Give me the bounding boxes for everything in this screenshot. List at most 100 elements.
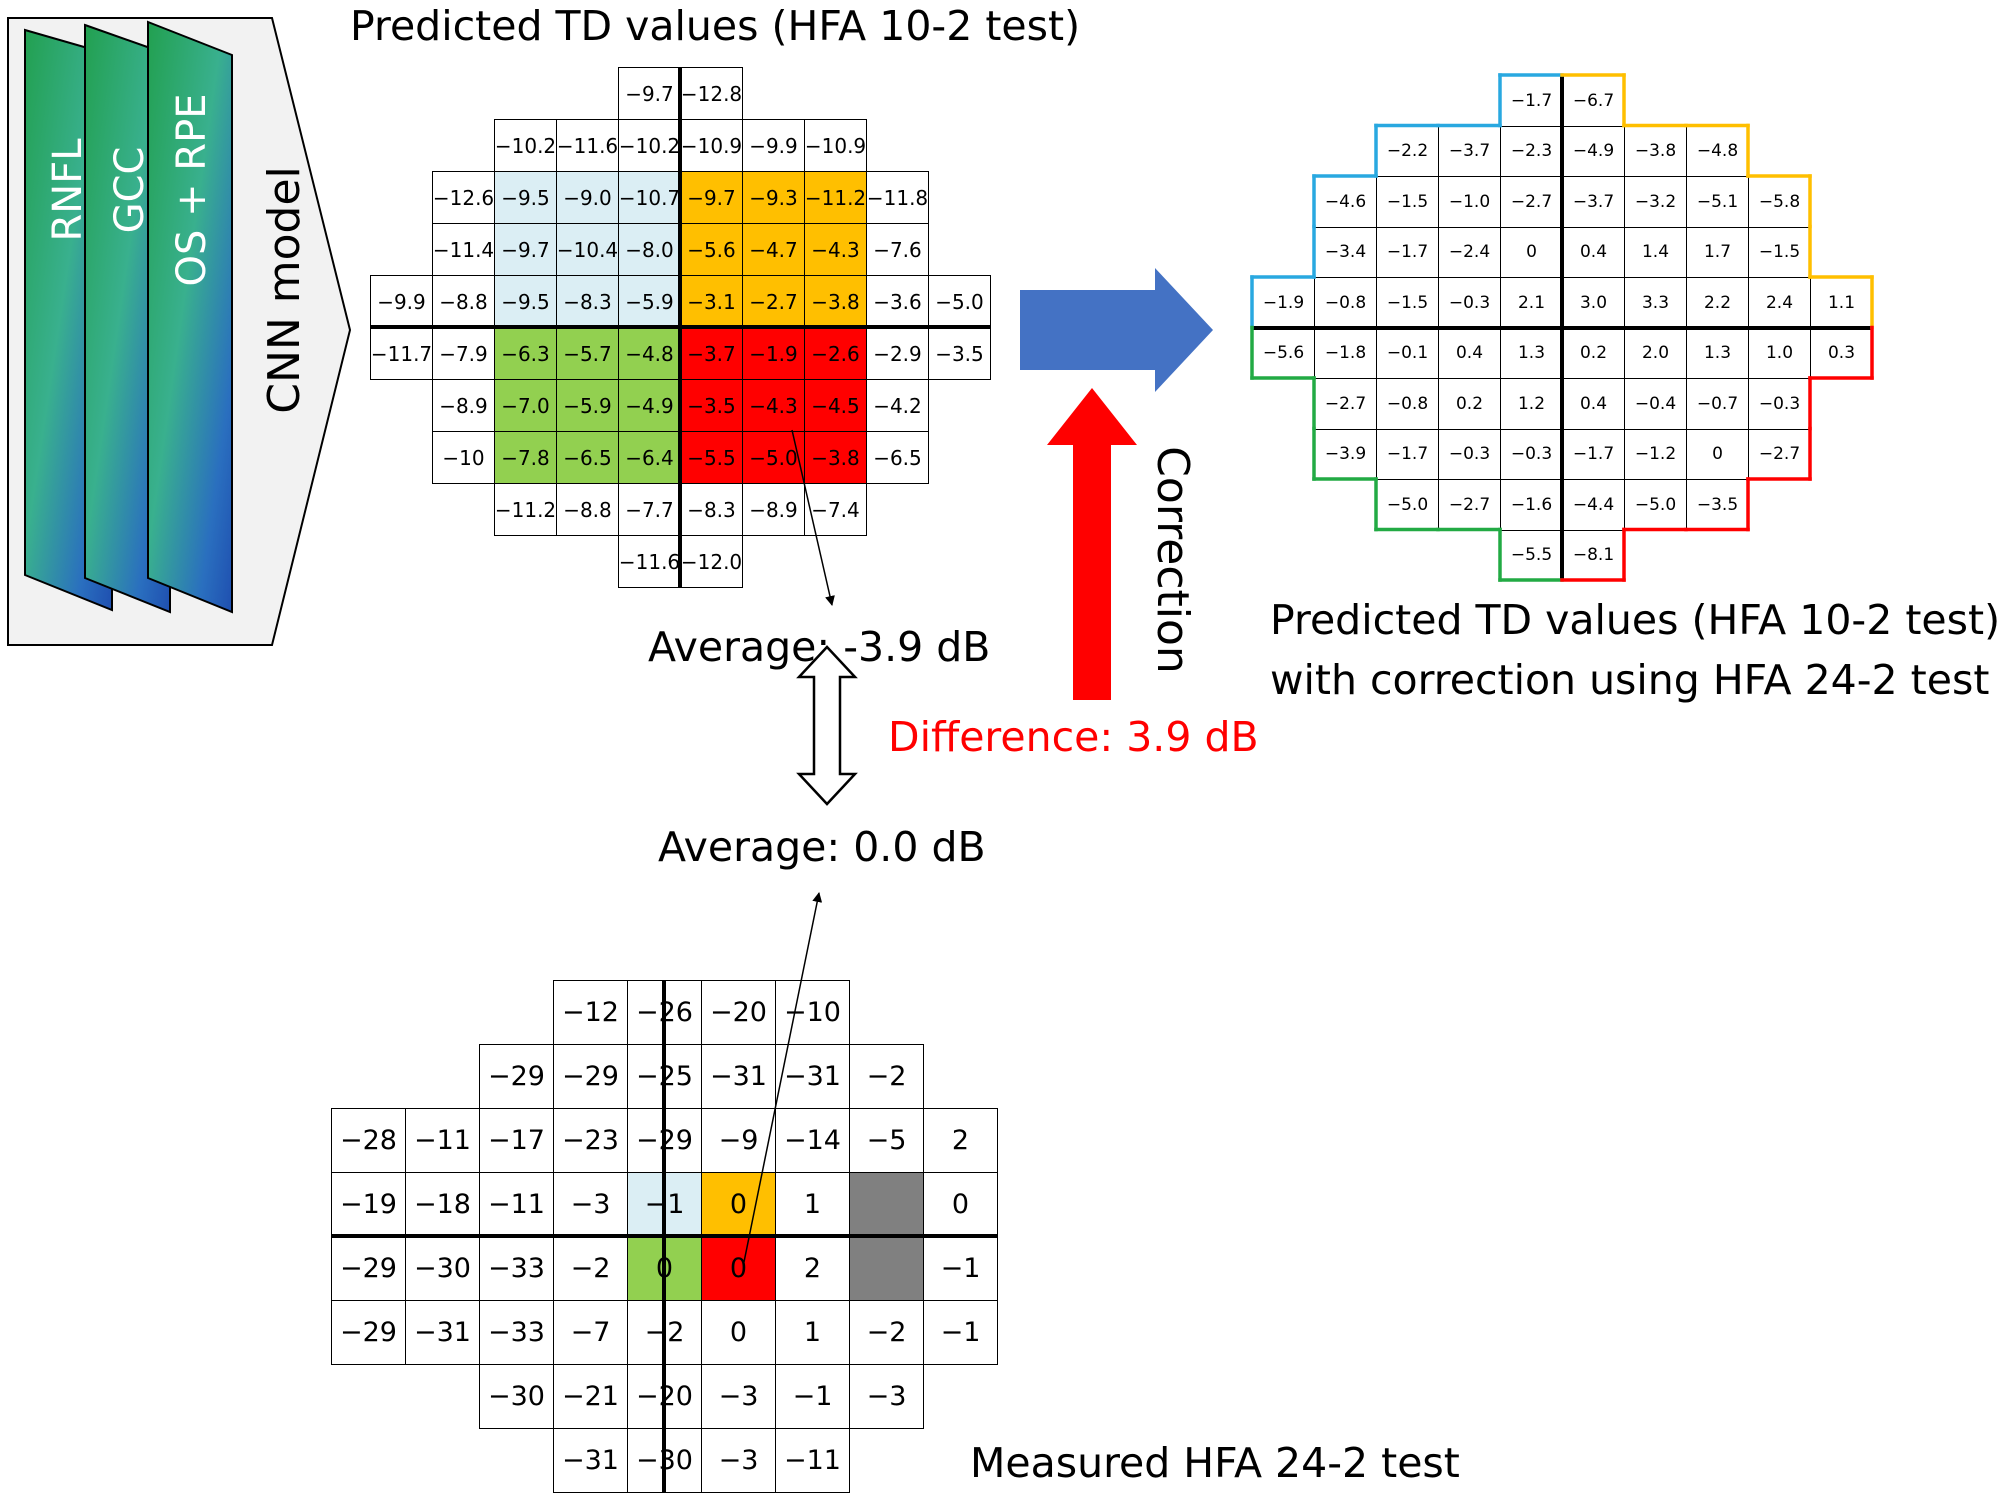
measured-cell: −3 <box>849 1364 924 1429</box>
corrected-cell: 2.1 <box>1500 277 1563 329</box>
measured-cell: 2 <box>775 1236 850 1301</box>
corrected-cell: 1.4 <box>1624 226 1687 278</box>
corrected-cell: −2.7 <box>1314 378 1377 430</box>
predicted-cell: −9.5 <box>494 275 557 328</box>
predicted-cell: −8.9 <box>432 379 495 432</box>
predicted-cell: −8.3 <box>556 275 619 328</box>
corrected-cell: 1.3 <box>1500 327 1563 379</box>
corrected-cell: −1.7 <box>1562 428 1625 480</box>
corrected-cell: 0.4 <box>1438 327 1501 379</box>
measured-horizontal-axis <box>331 1234 997 1238</box>
predicted-cell: −5.9 <box>556 379 619 432</box>
measured-cell: −14 <box>775 1108 850 1173</box>
predicted-cell: −9.7 <box>618 67 681 120</box>
predicted-cell: −9.5 <box>494 171 557 224</box>
corrected-cell: 0 <box>1686 428 1749 480</box>
predicted-cell: −7.4 <box>804 483 867 536</box>
predicted-cell: −7.6 <box>866 223 929 276</box>
predicted-cell: −3.7 <box>680 327 743 380</box>
predicted-cell: −5.0 <box>742 431 805 484</box>
predicted-cell: −11.6 <box>556 119 619 172</box>
predicted-cell: −9.9 <box>370 275 433 328</box>
predicted-cell: −10.4 <box>556 223 619 276</box>
corrected-cell: −1.5 <box>1376 277 1439 329</box>
layer-label-osrpe: OS + RPE <box>169 93 215 287</box>
predicted-cell: −6.5 <box>866 431 929 484</box>
predicted-cell: −3.1 <box>680 275 743 328</box>
corrected-cell: −5.0 <box>1624 479 1687 531</box>
measured-cell <box>849 1172 924 1237</box>
corrected-cell: −3.4 <box>1314 226 1377 278</box>
corrected-cell: 3.0 <box>1562 277 1625 329</box>
corrected-cell: 0.4 <box>1562 226 1625 278</box>
corrected-cell: −1.9 <box>1252 277 1315 329</box>
corrected-cell: 1.3 <box>1686 327 1749 379</box>
measured-cell: 1 <box>775 1172 850 1237</box>
measured-cell: −19 <box>331 1172 406 1237</box>
layer-label-gcc: GCC <box>107 146 153 234</box>
measured-cell: −2 <box>553 1236 628 1301</box>
corrected-cell: 1.1 <box>1810 277 1873 329</box>
predicted-cell: −10.9 <box>680 119 743 172</box>
predicted-cell: −4.9 <box>618 379 681 432</box>
predicted-cell: −8.9 <box>742 483 805 536</box>
predicted-cell: −3.6 <box>866 275 929 328</box>
corrected-cell: −0.8 <box>1314 277 1377 329</box>
corrected-cell: 0.3 <box>1810 327 1873 379</box>
measured-cell: −18 <box>405 1172 480 1237</box>
corrected-horizontal-axis <box>1252 325 1872 330</box>
predicted-cell: −9.9 <box>742 119 805 172</box>
predicted-cell: −9.7 <box>494 223 557 276</box>
corrected-cell: −5.0 <box>1376 479 1439 531</box>
measured-grid: −12−26−20−10−29−29−25−31−31−2−28−11−17−2… <box>331 980 1001 1493</box>
predicted-cell: −8.8 <box>556 483 619 536</box>
corrected-cell: −0.4 <box>1624 378 1687 430</box>
measured-cell: −7 <box>553 1300 628 1365</box>
predicted-cell: −12.8 <box>680 67 743 120</box>
corrected-cell: −0.3 <box>1438 428 1501 480</box>
predicted-cell: −4.8 <box>618 327 681 380</box>
corrected-cell: −1.0 <box>1438 176 1501 228</box>
predicted-cell: −7.7 <box>618 483 681 536</box>
measured-cell: −21 <box>553 1364 628 1429</box>
predicted-cell: −5.9 <box>618 275 681 328</box>
predicted-cell: −2.7 <box>742 275 805 328</box>
measured-cell: 2 <box>923 1108 998 1173</box>
corrected-cell: 2.4 <box>1748 277 1811 329</box>
corrected-cell: 0.2 <box>1562 327 1625 379</box>
predicted-cell: −12.0 <box>680 535 743 588</box>
measured-cell: 0 <box>923 1172 998 1237</box>
measured-cell: −23 <box>553 1108 628 1173</box>
predicted-cell: −3.5 <box>680 379 743 432</box>
corrected-cell: −4.9 <box>1562 125 1625 177</box>
measured-cell: −11 <box>479 1172 554 1237</box>
predicted-cell: −1.9 <box>742 327 805 380</box>
measured-cell: −28 <box>331 1108 406 1173</box>
corrected-cell: −4.8 <box>1686 125 1749 177</box>
corrected-cell: 2.0 <box>1624 327 1687 379</box>
measured-cell: 1 <box>775 1300 850 1365</box>
predicted-cell: −3.5 <box>928 327 991 380</box>
measured-cell: −9 <box>701 1108 776 1173</box>
corrected-cell: −4.4 <box>1562 479 1625 531</box>
measured-cell: −31 <box>405 1300 480 1365</box>
corrected-cell: −1.2 <box>1624 428 1687 480</box>
predicted-cell: −5.0 <box>928 275 991 328</box>
corrected-cell: 0.4 <box>1562 378 1625 430</box>
predicted-cell: −5.5 <box>680 431 743 484</box>
corrected-cell: −1.5 <box>1376 176 1439 228</box>
predicted-cell: −6.4 <box>618 431 681 484</box>
corrected-cell: −1.6 <box>1500 479 1563 531</box>
predicted-cell: −4.3 <box>804 223 867 276</box>
measured-cell: −1 <box>775 1364 850 1429</box>
measured-cell: −3 <box>701 1364 776 1429</box>
difference-label: Difference: 3.9 dB <box>888 713 1259 761</box>
measured-cell: −17 <box>479 1108 554 1173</box>
predicted-cell: −6.5 <box>556 431 619 484</box>
measured-cell: −30 <box>479 1364 554 1429</box>
corrected-cell: −3.2 <box>1624 176 1687 228</box>
predicted-cell: −8.8 <box>432 275 495 328</box>
corrected-cell: −0.3 <box>1748 378 1811 430</box>
predicted-cell: −10.2 <box>494 119 557 172</box>
